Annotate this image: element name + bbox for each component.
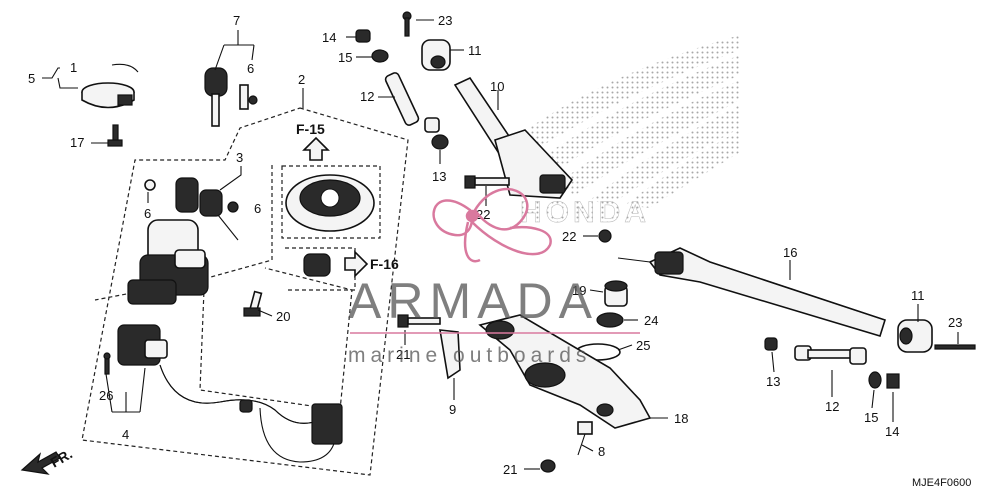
nut-13-right	[764, 337, 778, 351]
armada-watermark: ARMADA marine outboards	[348, 188, 640, 367]
bar-end-weight-11-top	[421, 39, 451, 71]
honda-wing-logo: HONDA	[500, 35, 740, 229]
callout-22-top: 22	[476, 207, 490, 222]
callout-25: 25	[636, 338, 650, 353]
ref-f15-label: F-15	[296, 121, 325, 137]
callout-13-right: 13	[766, 374, 780, 389]
callout-15-top: 15	[338, 50, 352, 65]
callout-21-center: 21	[396, 347, 410, 362]
callout-2: 2	[298, 72, 305, 87]
left-handlebar-10	[453, 76, 574, 199]
callout-14-right: 14	[885, 424, 899, 439]
washer-6-right	[227, 201, 239, 213]
diagram-code: MJE4F0600	[912, 477, 971, 489]
washer-15-top	[371, 49, 389, 63]
callout-9: 9	[449, 402, 456, 417]
washer-6-left	[144, 179, 156, 191]
washer-24	[596, 312, 624, 328]
callouts: 5 1 17 7 6 2 3 6 6 20 26 4 14 15 23 11 1…	[28, 13, 962, 477]
callout-12-top: 12	[360, 89, 374, 104]
bolt-22-right	[598, 229, 612, 243]
clamp-9	[439, 329, 461, 380]
washer-6-top	[248, 95, 258, 105]
callout-24: 24	[644, 313, 658, 328]
callout-23-right: 23	[948, 315, 962, 330]
screw-23-top	[402, 11, 412, 37]
washer-15-right	[868, 371, 882, 389]
nut-14-right	[886, 373, 900, 389]
callout-11-right: 11	[911, 288, 925, 303]
nut-13-top	[431, 134, 449, 150]
callout-12-right: 12	[825, 399, 839, 414]
callout-18: 18	[674, 411, 688, 426]
callout-17: 17	[70, 135, 84, 150]
callout-6-top: 6	[247, 61, 254, 76]
right-handlebar-16	[648, 247, 886, 337]
ignition-switch-assembly	[127, 177, 239, 305]
callout-21-bottom: 21	[503, 462, 517, 477]
callout-23-top: 23	[438, 13, 452, 28]
callout-22-right: 22	[562, 229, 576, 244]
callout-1: 1	[70, 60, 77, 75]
callout-8: 8	[598, 444, 605, 459]
screw-23-right	[934, 344, 976, 350]
callout-16: 16	[783, 245, 797, 260]
bolt-21-bottom	[540, 459, 556, 473]
bolt-21-center	[397, 314, 441, 328]
bolt-20	[243, 290, 263, 317]
bolt-17	[107, 124, 123, 147]
pin-12-right	[794, 345, 867, 365]
callout-14-top: 14	[322, 30, 336, 45]
ref-f16-label: F-16	[370, 256, 399, 272]
pin-8	[577, 421, 593, 456]
key-cylinder-cover	[81, 63, 139, 109]
callout-20: 20	[276, 309, 290, 324]
bolt-22-top	[464, 175, 510, 189]
callout-7: 7	[233, 13, 240, 28]
front-label: FR.	[48, 445, 76, 470]
watermark-name: ARMADA	[348, 273, 598, 329]
cap-nut-19	[604, 280, 628, 307]
callout-13-top: 13	[432, 169, 446, 184]
callout-10: 10	[490, 79, 504, 94]
nut-14-top	[355, 29, 371, 43]
screw-26	[103, 352, 111, 375]
honda-logo-text: HONDA	[520, 196, 650, 229]
pin-12-top	[384, 72, 440, 133]
lock-cylinder-f16	[303, 253, 331, 277]
propeller-icon	[432, 188, 552, 263]
callout-5: 5	[28, 71, 35, 86]
front-direction-arrow: FR.	[20, 445, 76, 475]
callout-11-top: 11	[468, 43, 482, 58]
bar-end-weight-11-right	[897, 319, 933, 353]
callout-15-right: 15	[864, 410, 878, 425]
callout-6-left: 6	[144, 206, 151, 221]
callout-4: 4	[122, 427, 129, 442]
fuel-cap	[285, 174, 375, 232]
ref-arrow-f16	[344, 250, 369, 278]
key-7	[204, 67, 249, 127]
callout-6-right: 6	[254, 201, 261, 216]
callout-19: 19	[572, 283, 586, 298]
leader-lines	[42, 19, 959, 470]
switch-harness-4	[117, 324, 343, 463]
top-bridge-18	[478, 314, 652, 429]
ref-arrow-f15	[302, 136, 330, 161]
callout-3: 3	[236, 150, 243, 165]
watermark-subtitle: marine outboards	[348, 344, 591, 367]
callout-26: 26	[99, 388, 113, 403]
